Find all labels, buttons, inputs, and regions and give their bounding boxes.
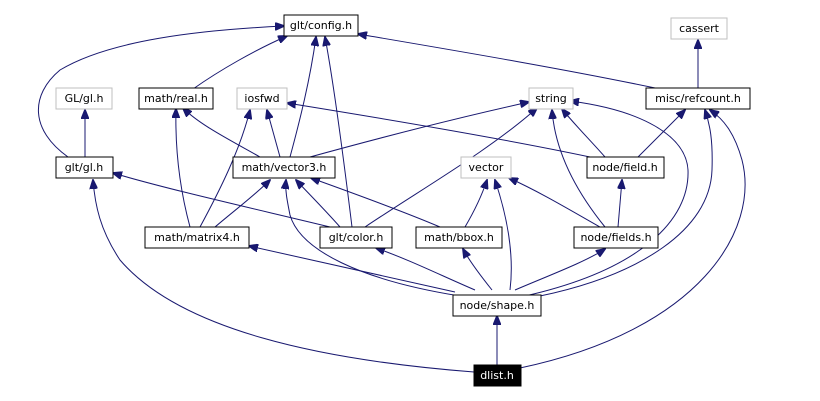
edge-math-vector3-to-string <box>309 102 529 158</box>
node-label: glt/gl.h <box>65 161 104 174</box>
edge-node-shape-to-node-fields <box>514 249 605 291</box>
edge-glt-gl-to-glt-config <box>37 26 284 158</box>
edge-node-field-to-iosfwd <box>287 103 591 158</box>
node-label: node/field.h <box>592 161 657 174</box>
edge-math-vector3-to-iosfwd <box>267 110 281 158</box>
node-label: string <box>535 92 567 105</box>
edge-node-shape-to-string <box>524 101 689 297</box>
node-label: glt/color.h <box>329 231 384 244</box>
edge-math-bbox-to-math-vector3 <box>311 178 441 228</box>
edge-math-matrix4-to-iosfwd <box>199 110 250 228</box>
edge-node-fields-to-string <box>552 110 606 228</box>
nodes: glt/config.h cassert GL/gl.h math/real.h… <box>55 14 751 387</box>
edges <box>37 26 746 373</box>
node-dlist[interactable]: dlist.h <box>473 364 522 387</box>
node-iosfwd[interactable]: iosfwd <box>236 87 288 110</box>
node-label: vector <box>469 161 504 174</box>
node-vector[interactable]: vector <box>460 156 512 179</box>
node-label: glt/config.h <box>290 19 352 32</box>
node-label: node/fields.h <box>580 231 651 244</box>
edge-dlist-to-misc-refcount <box>519 110 746 369</box>
node-math-real[interactable]: math/real.h <box>138 87 214 110</box>
node-label: GL/gl.h <box>65 92 104 105</box>
edge-node-fields-to-vector <box>509 178 601 228</box>
node-label: dlist.h <box>480 369 514 382</box>
node-label: math/vector3.h <box>242 161 327 174</box>
node-math-vector3[interactable]: math/vector3.h <box>232 156 336 179</box>
node-label: math/bbox.h <box>424 231 494 244</box>
edge-node-shape-to-math-matrix4 <box>249 246 456 293</box>
node-node-shape[interactable]: node/shape.h <box>452 294 542 317</box>
edge-misc-refcount-to-glt-config <box>358 34 661 90</box>
edge-math-vector3-to-math-real <box>183 108 261 158</box>
edge-math-bbox-to-vector <box>464 180 487 228</box>
edge-node-fields-to-node-field <box>618 180 622 228</box>
edge-node-field-to-string <box>562 109 606 158</box>
edge-node-shape-to-math-bbox <box>463 249 493 291</box>
edge-glt-color-to-glt-gl <box>113 173 331 228</box>
edge-glt-color-to-glt-config <box>325 37 353 228</box>
node-glt-config[interactable]: glt/config.h <box>283 14 359 37</box>
edge-node-field-to-misc-refcount <box>637 110 685 158</box>
node-node-fields[interactable]: node/fields.h <box>573 226 659 249</box>
node-cassert[interactable]: cassert <box>670 17 728 40</box>
node-label: cassert <box>679 22 720 35</box>
node-glt-gl[interactable]: glt/gl.h <box>55 156 114 179</box>
node-string[interactable]: string <box>528 87 574 110</box>
node-glt-color[interactable]: glt/color.h <box>319 226 393 249</box>
node-label: node/shape.h <box>460 299 535 312</box>
node-label: math/real.h <box>144 92 208 105</box>
edge-math-real-to-glt-config <box>192 36 287 90</box>
edge-node-shape-to-math-vector3 <box>286 180 461 297</box>
node-label: misc/refcount.h <box>655 92 741 105</box>
edge-node-shape-to-misc-refcount <box>539 110 713 297</box>
edge-math-matrix4-to-math-real <box>176 109 191 228</box>
edge-math-matrix4-to-math-vector3 <box>214 180 270 228</box>
node-misc-refcount[interactable]: misc/refcount.h <box>645 87 751 110</box>
node-math-bbox[interactable]: math/bbox.h <box>415 226 503 249</box>
edge-math-vector3-to-glt-config <box>289 37 316 158</box>
node-node-field[interactable]: node/field.h <box>586 156 665 179</box>
node-gl-gl[interactable]: GL/gl.h <box>55 87 113 110</box>
edge-node-shape-to-glt-color <box>376 248 476 291</box>
edge-glt-color-to-string <box>364 108 537 228</box>
edge-node-shape-to-vector <box>495 180 512 291</box>
edge-dlist-to-glt-gl <box>93 180 475 373</box>
node-label: iosfwd <box>244 92 279 105</box>
node-label: math/matrix4.h <box>154 231 240 244</box>
node-math-matrix4[interactable]: math/matrix4.h <box>144 226 250 249</box>
edge-glt-color-to-math-vector3 <box>296 180 341 228</box>
